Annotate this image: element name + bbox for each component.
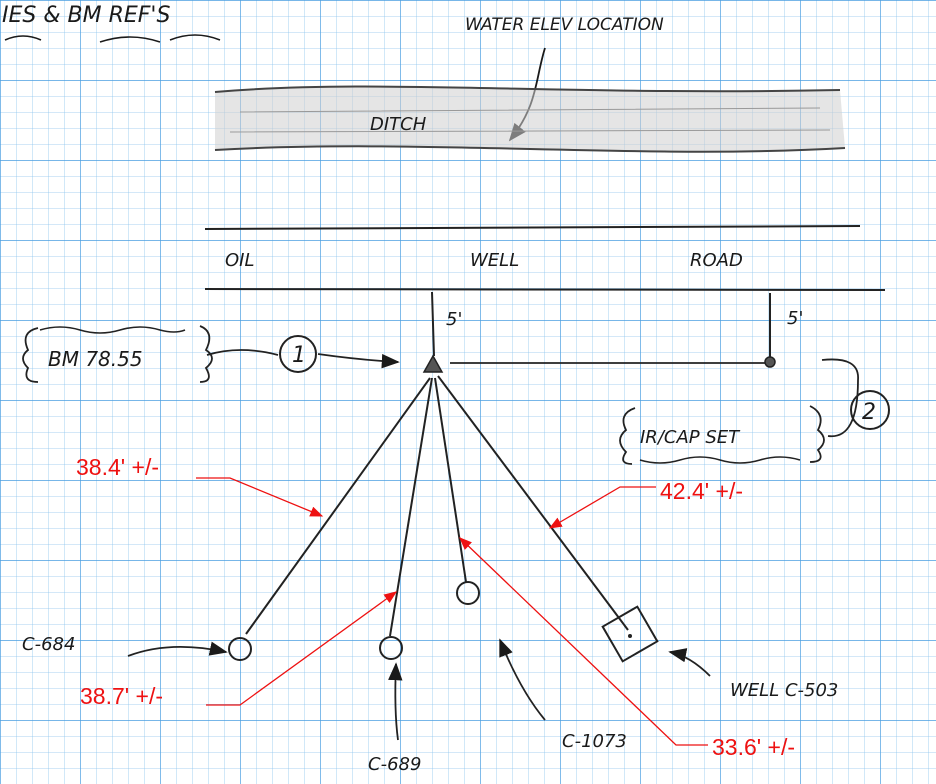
distance-leader-d4 — [459, 537, 708, 746]
distance-leader-d2 — [548, 486, 656, 529]
benchmark-label: BM 78.55 — [48, 347, 143, 371]
iron-rod-bracket-wave — [639, 456, 801, 464]
well-c503-label: WELL C-503 — [730, 680, 838, 701]
distance-leader-d3 — [206, 591, 398, 706]
ditch — [214, 85, 846, 153]
well-c1073-arrow — [499, 638, 546, 721]
iron-rod-connector — [821, 358, 859, 438]
ray-to-c684 — [245, 377, 431, 635]
well-c503-arrow — [668, 648, 711, 677]
benchmark-bracket-wave — [39, 326, 186, 334]
well-c689-circle — [379, 636, 403, 660]
header-underline — [4, 34, 221, 43]
header-note: IES & BM REF'S — [2, 3, 170, 28]
well-c503-square — [601, 605, 659, 663]
iron-rod-label: IR/CAP SET — [640, 427, 741, 448]
offset-right-label: 5' — [787, 308, 803, 329]
water-elev-note: WATER ELEV LOCATION — [465, 15, 664, 35]
well-c689-label: C-689 — [368, 754, 421, 775]
well-c503-center — [628, 634, 632, 638]
offset-left-label: 5' — [446, 309, 462, 330]
ditch-label: DITCH — [370, 114, 427, 135]
iron-rod-number-circle — [850, 390, 890, 430]
iron-rod-bracket — [619, 405, 825, 465]
benchmark-bracket — [22, 325, 213, 383]
well-c684-arrow — [127, 641, 228, 657]
distance-leader-d1 — [196, 477, 324, 517]
benchmark-number: 1 — [292, 343, 306, 368]
benchmark-number-circle — [279, 335, 317, 373]
distance-label-d1: 38.4' +/- — [76, 454, 159, 480]
distance-label-d2: 42.4' +/- — [660, 478, 743, 504]
distance-label-d3: 38.7' +/- — [80, 683, 163, 709]
offset-line-left — [431, 291, 435, 357]
road-label-road: ROAD — [690, 250, 743, 271]
well-c1073-circle — [456, 581, 480, 605]
well-c1073-label: C-1073 — [562, 731, 627, 752]
iron-rod-number: 2 — [862, 400, 876, 425]
iron-rod-point-icon — [764, 356, 776, 368]
road-bottom-edge — [204, 288, 886, 291]
well-c684-circle — [228, 637, 252, 661]
benchmark-connector — [206, 349, 279, 356]
well-c689-arrow — [388, 662, 403, 741]
distance-label-d4: 33.6' +/- — [712, 734, 795, 760]
ray-to-c503 — [437, 375, 629, 631]
road-label-well: WELL — [470, 250, 519, 271]
well-c684-label: C-684 — [22, 634, 75, 655]
benchmark-triangle-icon — [422, 354, 444, 373]
road-top-edge — [204, 225, 861, 230]
benchmark-arrow — [317, 353, 400, 369]
road-label-oil: OIL — [225, 250, 255, 271]
